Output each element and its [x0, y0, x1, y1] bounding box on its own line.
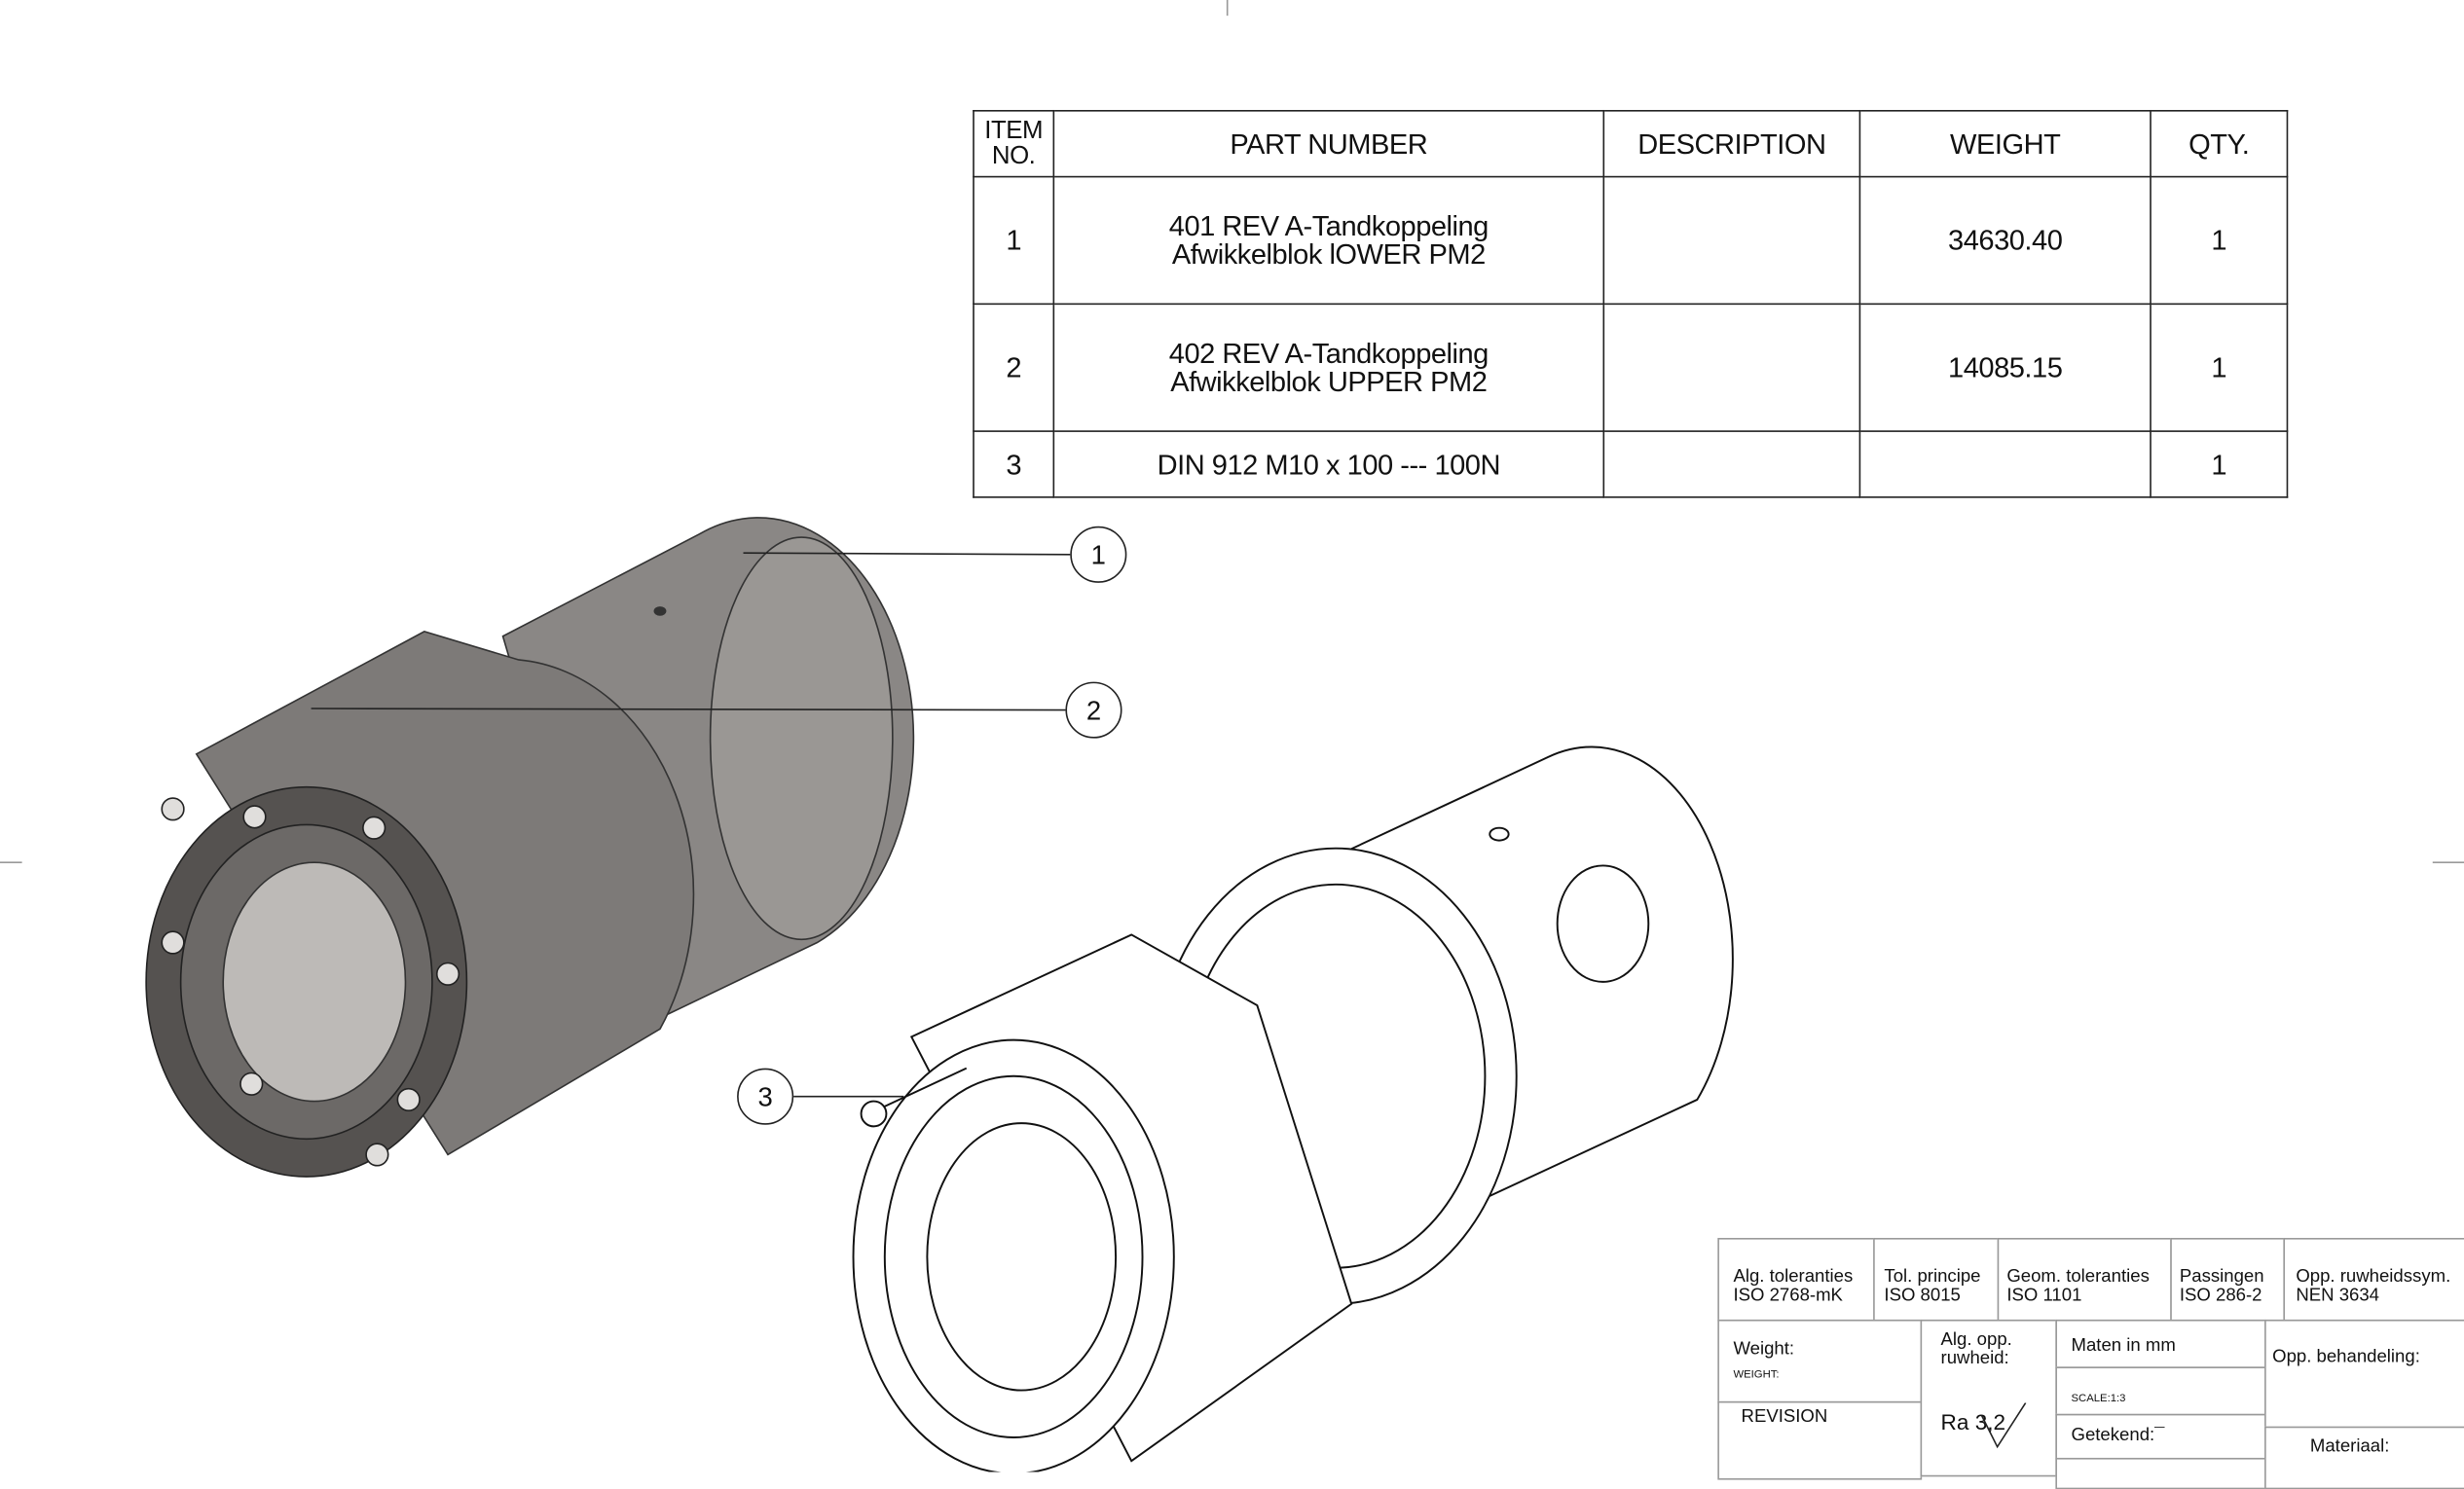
- roughness-value: Ra 3,2: [1940, 1408, 2006, 1435]
- balloon-item-1[interactable]: 1: [1070, 526, 1127, 583]
- description: [1602, 430, 1861, 498]
- table-row: 3 DIN 912 M10 x 100 --- 100N 1: [973, 430, 2289, 498]
- tb-blank: [2055, 1457, 2266, 1489]
- qty: 1: [2150, 430, 2289, 498]
- tb-opp-ruwheidssym: Opp. ruwheidssym.NEN 3634: [2283, 1237, 2464, 1322]
- part-line-1: 401 REV A-Tandkoppeling: [1168, 210, 1489, 242]
- tb-weight: Weight: WEIGHT:: [1717, 1319, 1923, 1403]
- header-item-no: ITEM NO.: [973, 109, 1055, 178]
- item-no: 2: [973, 303, 1055, 432]
- tb-revision: REVISION: [1717, 1400, 1923, 1480]
- label: Passingen: [2179, 1267, 2264, 1288]
- description: [1602, 303, 1861, 432]
- balloon-item-2[interactable]: 2: [1065, 681, 1122, 739]
- balloon-leaders: [311, 552, 1071, 1098]
- value: ISO 1101: [2006, 1287, 2082, 1306]
- value: ISO 286-2: [2179, 1287, 2262, 1306]
- weight: [1858, 430, 2151, 498]
- tb-materiaal: Materiaal:: [2264, 1426, 2464, 1489]
- scale-value: SCALE:1:3: [2071, 1393, 2126, 1405]
- balloon-item-3[interactable]: 3: [737, 1068, 794, 1125]
- description: [1602, 175, 1861, 306]
- tb-maten: Maten in mm: [2055, 1319, 2266, 1368]
- qty: 1: [2150, 303, 2289, 432]
- tb-scale: SCALE:1:3: [2055, 1366, 2266, 1416]
- roughness-symbol-icon: [1980, 1402, 2027, 1449]
- label: Tol. principe: [1884, 1267, 1981, 1288]
- header-description: DESCRIPTION: [1602, 109, 1861, 178]
- header-part-number: PART NUMBER: [1052, 109, 1605, 178]
- part-number: DIN 912 M10 x 100 --- 100N: [1052, 430, 1605, 498]
- table-header-row: ITEM NO. PART NUMBER DESCRIPTION WEIGHT …: [973, 109, 2289, 178]
- assembled-coupling-view: [145, 517, 915, 1178]
- label: Alg. opp.: [1940, 1330, 2012, 1350]
- label: Alg. toleranties: [1733, 1267, 1854, 1288]
- item-no: 3: [973, 430, 1055, 498]
- label: Geom. toleranties: [2006, 1267, 2150, 1288]
- bill-of-materials-table: ITEM NO. PART NUMBER DESCRIPTION WEIGHT …: [973, 109, 2289, 498]
- weight: 34630.40: [1858, 175, 2151, 306]
- tb-alg-opp-ruwheid: Alg. opp.ruwheid: Ra 3,2: [1920, 1319, 2057, 1477]
- header-weight: WEIGHT: [1858, 109, 2151, 178]
- weight: 14085.15: [1858, 303, 2151, 432]
- label: Opp. ruwheidssym.: [2296, 1267, 2451, 1288]
- value: ISO 8015: [1884, 1287, 1961, 1306]
- value: WEIGHT:: [1733, 1369, 1780, 1381]
- part-line-1: 402 REV A-Tandkoppeling: [1168, 338, 1489, 370]
- exploded-coupling-view: [852, 745, 1734, 1472]
- part-line-2: Afwikkelblok lOWER PM2: [1171, 238, 1486, 271]
- part-line-2: Afwikkelblok UPPER PM2: [1170, 366, 1488, 398]
- value: NEN 3634: [2296, 1287, 2379, 1306]
- label: Weight:: [1733, 1339, 1795, 1360]
- tb-opp-behandeling: Opp. behandeling:: [2264, 1319, 2464, 1429]
- label: ruwheid:: [1940, 1349, 2009, 1368]
- qty: 1: [2150, 175, 2289, 306]
- header-qty: QTY.: [2150, 109, 2289, 178]
- value: ISO 2768-mK: [1733, 1287, 1843, 1306]
- item-no: 1: [973, 175, 1055, 306]
- tb-getekend: Getekend:¯: [2055, 1413, 2266, 1460]
